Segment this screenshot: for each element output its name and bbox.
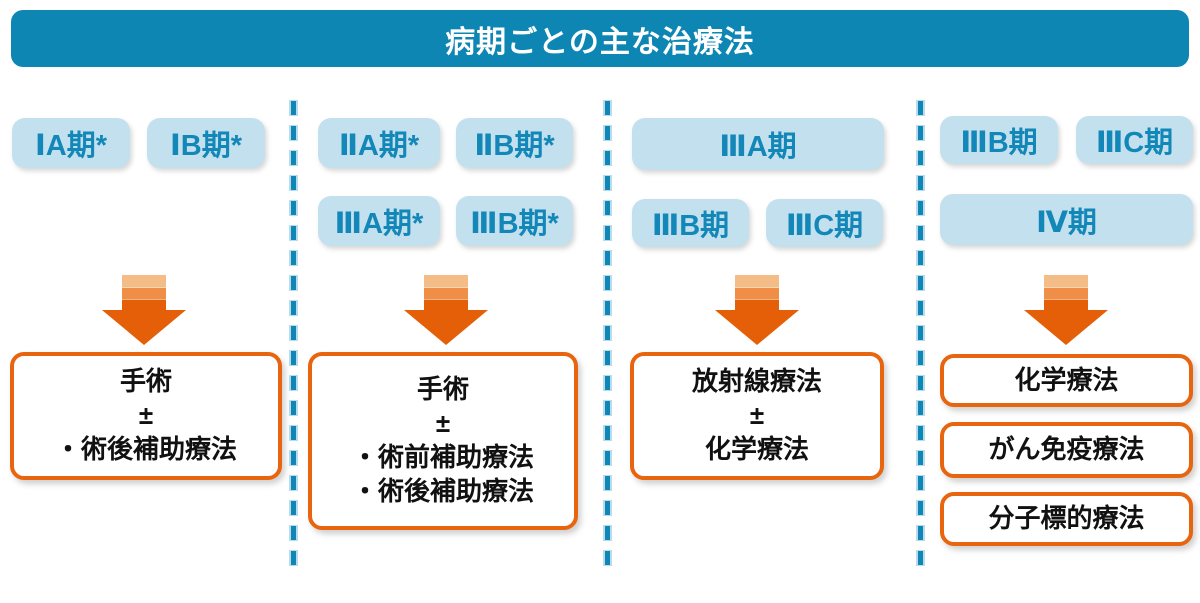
arrow-shaft bbox=[122, 275, 166, 311]
stage-badge: ⅠA期* bbox=[12, 118, 130, 168]
treatment-line: ± bbox=[435, 408, 451, 439]
arrow-head bbox=[404, 310, 488, 345]
stage-badge: ⅢA期* bbox=[318, 196, 440, 246]
treatment-line: 放射線療法 bbox=[691, 366, 822, 397]
treatment-line: ・術後補助療法 bbox=[351, 475, 534, 506]
treatment-line: ± bbox=[749, 400, 765, 431]
column-divider bbox=[603, 100, 612, 568]
stage-badge: ⅢA期 bbox=[632, 118, 884, 170]
down-arrow-icon bbox=[1024, 275, 1108, 345]
down-arrow-icon bbox=[715, 275, 799, 345]
stage-badge: ⅢB期 bbox=[940, 116, 1058, 164]
stage-badge: Ⅳ期 bbox=[940, 194, 1193, 245]
column-divider bbox=[916, 100, 925, 568]
page-title: 病期ごとの主な治療法 bbox=[445, 25, 755, 59]
treatment-line: 化学療法 bbox=[1014, 364, 1119, 395]
treatment-box: 分子標的療法 bbox=[940, 492, 1193, 546]
treatment-line: ± bbox=[138, 400, 154, 431]
stage-badge: ⅢC期 bbox=[1076, 116, 1193, 164]
arrow-shaft bbox=[424, 275, 468, 311]
stage-badge: ⅠB期* bbox=[147, 118, 265, 168]
arrow-shaft bbox=[1044, 275, 1088, 311]
column-divider bbox=[289, 100, 298, 568]
treatment-box: 放射線療法 ± 化学療法 bbox=[630, 352, 884, 480]
treatment-line: 分子標的療法 bbox=[988, 503, 1145, 534]
stage-badge: ⅢB期* bbox=[456, 196, 573, 246]
down-arrow-icon bbox=[102, 275, 186, 345]
treatment-box: 化学療法 bbox=[940, 354, 1193, 407]
header-bar: 病期ごとの主な治療法 bbox=[11, 10, 1189, 67]
treatment-line: 手術 bbox=[119, 366, 172, 397]
treatment-line: がん免疫療法 bbox=[988, 434, 1145, 465]
stage-badge: ⅡA期* bbox=[318, 118, 440, 168]
treatment-line: ・術後補助療法 bbox=[54, 433, 237, 464]
treatment-box: 手術 ± ・術後補助療法 bbox=[10, 352, 282, 480]
treatment-box: 手術 ± ・術前補助療法 ・術後補助療法 bbox=[308, 352, 578, 530]
treatment-line: ・術前補助療法 bbox=[351, 442, 534, 472]
arrow-head bbox=[715, 310, 799, 345]
arrow-shaft bbox=[735, 275, 779, 311]
arrow-head bbox=[102, 310, 186, 345]
stage-badge: ⅡB期* bbox=[456, 118, 573, 168]
down-arrow-icon bbox=[404, 275, 488, 345]
stage-badge: ⅢB期 bbox=[632, 199, 749, 247]
arrow-head bbox=[1024, 310, 1108, 345]
treatment-line: 化学療法 bbox=[704, 433, 809, 464]
treatment-box: がん免疫療法 bbox=[940, 422, 1193, 478]
stage-badge: ⅢC期 bbox=[766, 199, 883, 247]
treatment-line: 手術 bbox=[416, 374, 469, 405]
